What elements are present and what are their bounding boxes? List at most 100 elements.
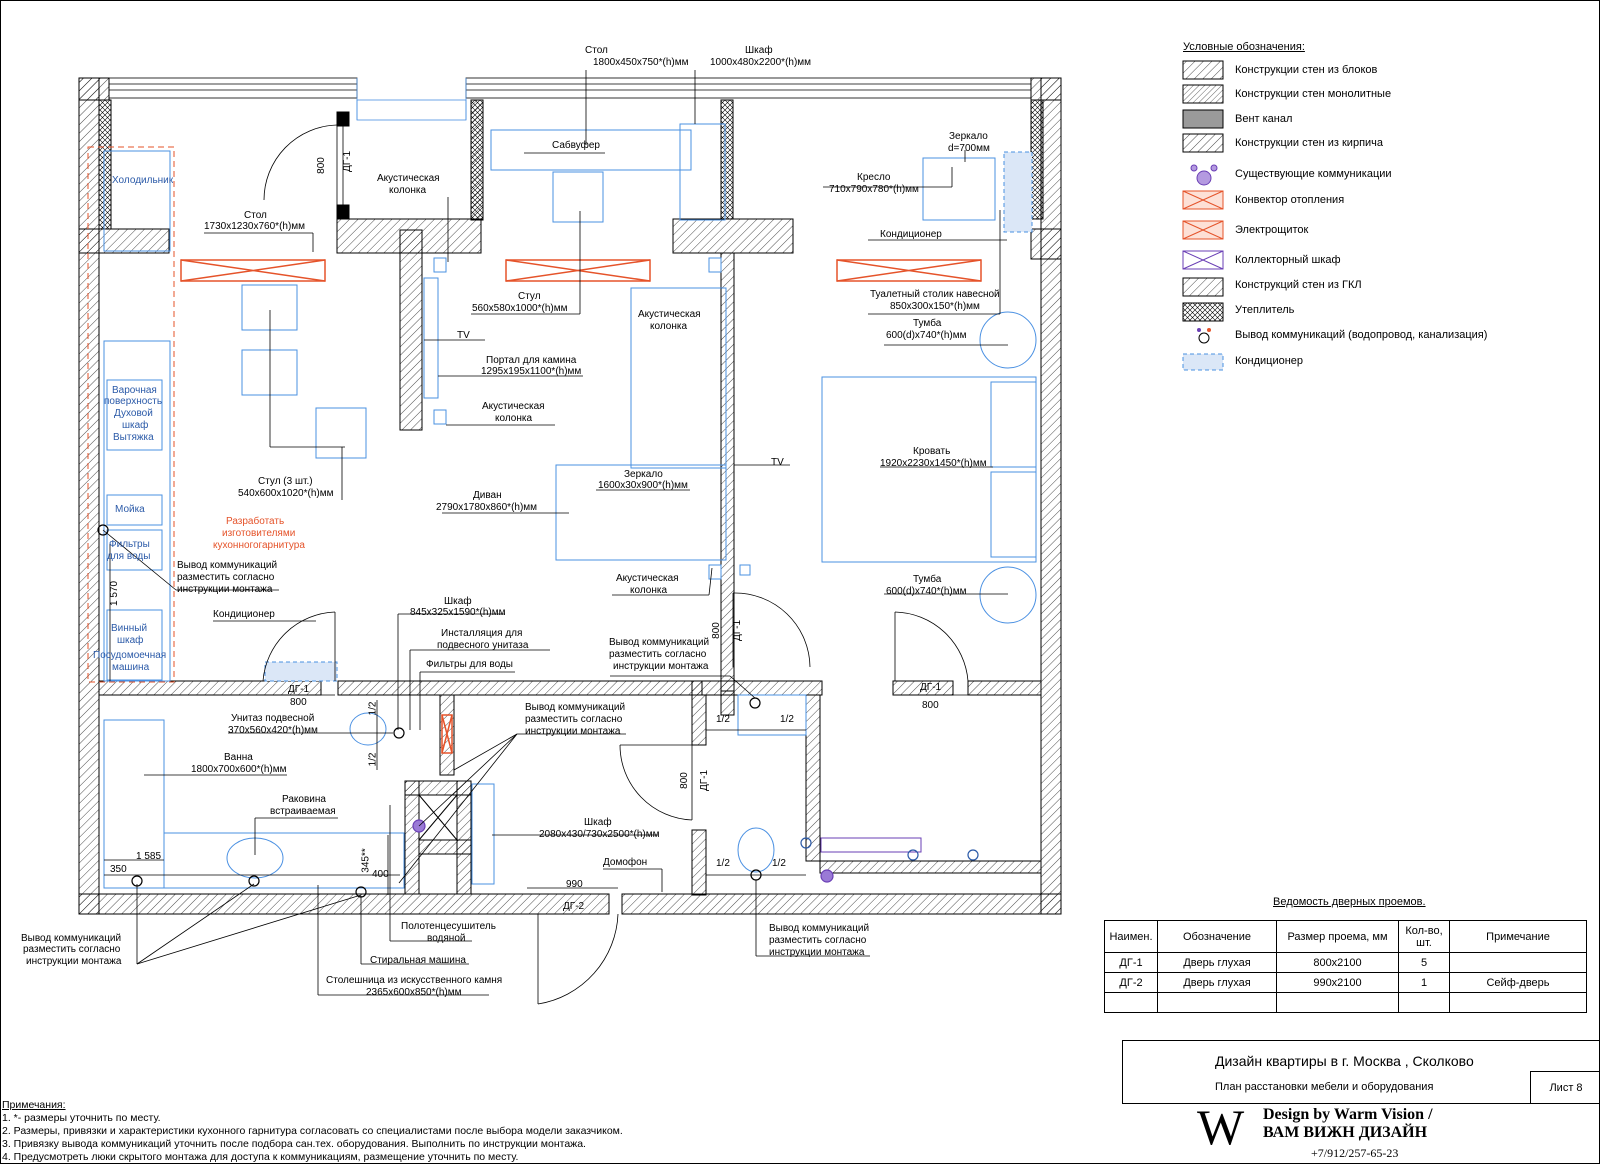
label-rakovina: Раковина xyxy=(282,794,326,805)
label-dg1-e: ДГ-1 xyxy=(920,682,942,693)
doors-table: Наимен. Обозначение Размер проема, мм Ко… xyxy=(1104,920,1587,1013)
notes: Примечания: 1. *- размеры уточнить по ме… xyxy=(2,1099,623,1164)
label-unitaz: Унитаз подвесной xyxy=(231,713,315,724)
table-cell xyxy=(1157,992,1277,1013)
legend-label: Конструкции стен из кирпича xyxy=(1235,137,1384,149)
label-dim-400: 400 xyxy=(372,869,389,880)
label-ak4: Акустическая xyxy=(616,573,679,584)
label-ak4b: колонка xyxy=(630,585,668,596)
table-cell xyxy=(1398,992,1450,1013)
legend-label: Электрощиток xyxy=(1235,224,1309,236)
label-tumba2-dim: 600(d)x740*(h)мм xyxy=(886,586,967,597)
table-row: ДГ-2 Дверь глухая 990x2100 1 Сейф-дверь xyxy=(1104,972,1587,993)
label-krovat-dim: 1920x2230x1450*(h)мм xyxy=(880,458,987,469)
doors-header: Обозначение xyxy=(1157,920,1277,953)
legend-label: Вывод коммуникаций (водопровод, канализа… xyxy=(1235,329,1488,341)
label-half-2: 1/2 xyxy=(367,752,379,767)
outer-walls xyxy=(78,77,1062,915)
project-title: Дизайн квартиры в г. Москва , Сколково xyxy=(1215,1053,1474,1069)
label-duh1: Духовой xyxy=(114,408,153,419)
label-ak1: Акустическая xyxy=(377,173,440,184)
table-cell: 800x2100 xyxy=(1276,952,1399,973)
legend-label: Конструкции стен из блоков xyxy=(1235,64,1378,76)
label-tual-dim: 850x300x150*(h)мм xyxy=(890,301,980,312)
table-cell: 990x2100 xyxy=(1276,972,1399,993)
label-half-4: 1/2 xyxy=(780,714,794,725)
label-divan-dim: 2790x1780x860*(h)мм xyxy=(436,502,538,513)
label-shkaf-top: Шкаф xyxy=(745,45,773,56)
label-posud2: машина xyxy=(112,662,150,673)
note-item: 1. *- размеры уточнить по месту. xyxy=(2,1112,161,1124)
label-dim-1585: 1 585 xyxy=(136,851,162,862)
label-inst2: подвесного унитаза xyxy=(437,640,529,651)
convectors xyxy=(180,259,982,754)
label-stir: Стиральная машина xyxy=(370,955,466,966)
label-shkaf-top-dim: 1000x480x2200*(h)мм xyxy=(710,57,812,68)
label-stol-kitchen-dim: 1730x1230x760*(h)мм xyxy=(204,221,306,232)
label-krovat: Кровать xyxy=(913,446,951,457)
doors-header: Наимен. xyxy=(1104,920,1158,953)
table-row: ДГ-1 Дверь глухая 800x2100 5 xyxy=(1104,952,1587,973)
label-vyv-l2: разместить согласно xyxy=(769,935,867,946)
label-vyv-b1: Вывод коммуникаций xyxy=(525,702,626,713)
interior-walls xyxy=(78,99,1062,896)
table-cell xyxy=(1449,992,1587,1013)
label-ak3b: колонка xyxy=(495,413,533,424)
label-dg1-c: ДГ-1 xyxy=(699,769,711,792)
legend-label: Существующие коммуникации xyxy=(1235,168,1392,180)
label-domofon: Домофон xyxy=(603,857,648,868)
label-stolesh2: 2365x600x850*(h)мм xyxy=(366,987,462,998)
label-tumba1: Тумба xyxy=(913,318,942,329)
label-stolesh1: Столешница из искусственного камня xyxy=(326,975,503,986)
sheet-name: План расстановки мебели и оборудования xyxy=(1215,1081,1434,1093)
label-vanna: Ванна xyxy=(224,752,253,763)
label-800-e: 800 xyxy=(922,700,939,711)
label-zerkalo-dim: 1600x30x900*(h)мм xyxy=(598,480,688,491)
label-half-5: 1/2 xyxy=(716,858,730,869)
label-unitaz-dim: 370x560x420*(h)мм xyxy=(228,725,318,736)
legend-label: Конвектор отопления xyxy=(1235,194,1345,206)
brand-phone: +7/912/257-65-23 xyxy=(1311,1146,1399,1160)
label-stul3-dim: 540x600x1020*(h)мм xyxy=(238,488,334,499)
label-ak1b: колонка xyxy=(389,185,427,196)
brand-logo: W xyxy=(1197,1099,1245,1155)
label-dg1-b: ДГ-1 xyxy=(288,684,310,695)
legend-label: Кондиционер xyxy=(1235,355,1304,367)
label-800-a: 800 xyxy=(315,157,327,174)
table-cell: Сейф-дверь xyxy=(1449,972,1587,993)
label-polot2: водяной xyxy=(427,933,466,944)
windows xyxy=(108,77,1032,121)
label-vin1: Винный xyxy=(111,623,148,634)
label-ak2b: колонка xyxy=(650,321,688,332)
label-razr1: Разработать xyxy=(226,516,285,527)
label-vyv-c1: Вывод коммуникаций xyxy=(21,933,122,944)
label-dg2: ДГ-2 xyxy=(563,901,585,912)
label-stol-top: Стол xyxy=(585,45,608,56)
label-dim-990: 990 xyxy=(566,879,583,890)
table-cell: 5 xyxy=(1398,952,1450,973)
note-item: 3. Привязку вывода коммуникаций уточнить… xyxy=(2,1138,586,1150)
label-vyv-h2: разместить согласно xyxy=(609,649,707,660)
doors-table-title: Ведомость дверных проемов. xyxy=(1273,896,1426,908)
label-vyv-h3: инструкции монтажа xyxy=(613,661,709,672)
brand-line-2: ВАМ ВИЖН ДИЗАЙН xyxy=(1263,1124,1428,1141)
note-item: 4. Предусмотреть люки скрытого монтажа д… xyxy=(2,1151,519,1163)
label-portal: Портал для камина xyxy=(486,355,577,366)
label-kreslo: Кресло xyxy=(857,172,891,183)
label-vyv-b3: инструкции монтажа xyxy=(525,726,621,737)
kitchen-zone xyxy=(87,146,175,683)
doors-header: Размер проема, мм xyxy=(1276,920,1399,953)
label-800-v: 800 xyxy=(710,622,722,639)
label-shkaf2-dim: 845x325x1590*(h)мм xyxy=(410,607,506,618)
label-holodilnik: Холодильник xyxy=(112,175,174,186)
label-half-6: 1/2 xyxy=(772,858,786,869)
label-vanna-dim: 1800x700x600*(h)мм xyxy=(191,764,287,775)
label-varoch2: поверхность xyxy=(104,396,163,407)
label-dg1-a: ДГ-1 xyxy=(342,150,354,173)
furniture xyxy=(103,123,1037,889)
label-vyv-h1: Вывод коммуникаций xyxy=(609,637,710,648)
legend-label: Конструкций стен из ГКЛ xyxy=(1235,279,1362,291)
label-zerkalo-r-dim: d=700мм xyxy=(948,143,990,154)
label-ak2: Акустическая xyxy=(638,309,701,320)
doors-header: Кол-во, шт. xyxy=(1398,920,1450,953)
